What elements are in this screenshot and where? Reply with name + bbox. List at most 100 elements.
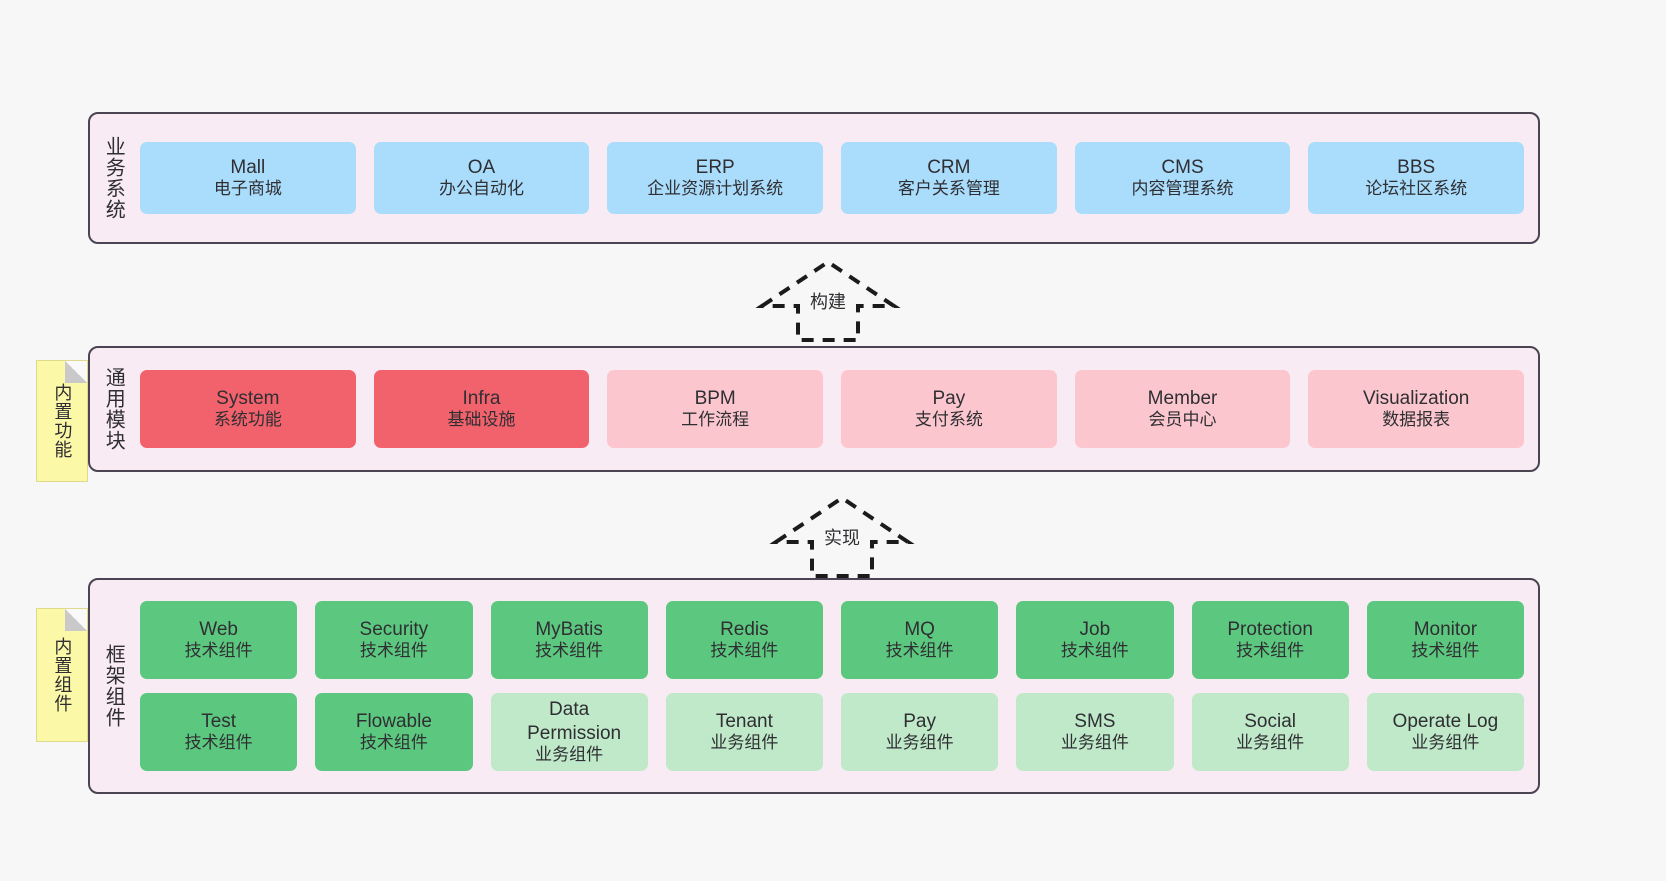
node-subtitle: 电子商城 <box>213 179 282 199</box>
node-subtitle: 技术组件 <box>710 641 779 661</box>
node-name: System <box>216 388 280 410</box>
node-mall[interactable]: Mall 电子商城 <box>140 142 356 214</box>
node-name: Visualization <box>1363 388 1470 410</box>
node-name: MQ <box>904 619 935 641</box>
node-sms[interactable]: SMS 业务组件 <box>1016 693 1174 771</box>
layer-title-framework-component: 框架组件 <box>102 644 125 728</box>
node-tenant[interactable]: Tenant 业务组件 <box>665 693 823 771</box>
node-subtitle: 客户关系管理 <box>897 179 1000 199</box>
node-subtitle: 数据报表 <box>1382 410 1451 430</box>
node-subtitle: 技术组件 <box>885 641 954 661</box>
note-label: 内置组件 <box>52 637 73 713</box>
node-bbs[interactable]: BBS 论坛社区系统 <box>1308 142 1525 214</box>
node-subtitle: 基础设施 <box>447 410 516 430</box>
node-name: Flowable <box>355 711 432 733</box>
node-subtitle: 支付系统 <box>914 410 983 430</box>
node-name: Monitor <box>1413 619 1478 641</box>
node-name: Redis <box>720 619 769 641</box>
node-infra[interactable]: Infra 基础设施 <box>373 370 590 448</box>
layer-business-system[interactable]: 业务系统 Mall 电子商城 OA 办公自动化 ERP 企业资源计划系统 CRM… <box>88 112 1540 244</box>
node-subtitle: 业务组件 <box>1060 733 1129 753</box>
node-subtitle: 技术组件 <box>359 733 428 753</box>
node-row: System 系统功能 Infra 基础设施 BPM 工作流程 Pay 支付系统… <box>140 370 1525 448</box>
node-name: OA <box>467 157 496 179</box>
node-flowable[interactable]: Flowable 技术组件 <box>315 693 473 771</box>
node-name: Security <box>359 619 429 641</box>
connector-implement-label: 实现 <box>822 524 862 550</box>
node-job[interactable]: Job 技术组件 <box>1016 601 1174 679</box>
layer-framework-component[interactable]: 框架组件 Web 技术组件 Security 技术组件 MyBatis 技术组件… <box>88 578 1540 794</box>
node-name: Protection <box>1227 619 1313 641</box>
node-mq[interactable]: MQ 技术组件 <box>841 601 999 679</box>
node-erp[interactable]: ERP 企业资源计划系统 <box>607 142 824 214</box>
node-name: Social <box>1244 711 1296 733</box>
node-subtitle: 技术组件 <box>1411 641 1480 661</box>
node-name: Web <box>199 619 238 641</box>
node-subtitle: 工作流程 <box>681 410 750 430</box>
node-crm[interactable]: CRM 客户关系管理 <box>841 142 1057 214</box>
node-name: Pay <box>903 711 936 733</box>
node-social[interactable]: Social 业务组件 <box>1191 693 1349 771</box>
node-row: Test 技术组件 Flowable 技术组件 Data Permission … <box>140 693 1524 771</box>
node-subtitle: 技术组件 <box>1060 641 1129 661</box>
node-name: Infra <box>462 388 501 410</box>
node-name: BBS <box>1397 157 1436 179</box>
node-subtitle: 业务组件 <box>885 733 954 753</box>
node-subtitle: 系统功能 <box>213 410 282 430</box>
note-label: 内置功能 <box>52 383 73 459</box>
node-cms[interactable]: CMS 内容管理系统 <box>1074 142 1291 214</box>
node-name: Pay <box>932 388 966 410</box>
node-name: ERP <box>695 157 735 179</box>
note-builtin-component[interactable]: 内置组件 <box>36 608 88 742</box>
node-protection[interactable]: Protection 技术组件 <box>1191 601 1349 679</box>
layer-title-business-system: 业务系统 <box>102 136 125 220</box>
node-pay-business[interactable]: Pay 业务组件 <box>841 693 999 771</box>
node-data-permission[interactable]: Data Permission 业务组件 <box>490 693 648 771</box>
node-redis[interactable]: Redis 技术组件 <box>665 601 823 679</box>
node-name: Job <box>1079 619 1111 641</box>
connector-build-label: 构建 <box>808 288 848 314</box>
node-test[interactable]: Test 技术组件 <box>140 693 298 771</box>
node-subtitle: 论坛社区系统 <box>1365 179 1468 199</box>
build-arrow-shape <box>755 259 901 342</box>
node-name: Operate Log <box>1392 711 1499 733</box>
node-member[interactable]: Member 会员中心 <box>1074 370 1291 448</box>
node-row: Mall 电子商城 OA 办公自动化 ERP 企业资源计划系统 CRM 客户关系… <box>140 142 1525 214</box>
node-system[interactable]: System 系统功能 <box>140 370 356 448</box>
node-subtitle: 技术组件 <box>184 641 253 661</box>
node-subtitle: 技术组件 <box>535 641 604 661</box>
node-name: CRM <box>927 157 971 179</box>
node-security[interactable]: Security 技术组件 <box>315 601 473 679</box>
node-monitor[interactable]: Monitor 技术组件 <box>1366 601 1524 679</box>
implement-arrow-shape <box>769 495 915 578</box>
node-oa[interactable]: OA 办公自动化 <box>373 142 590 214</box>
node-web[interactable]: Web 技术组件 <box>140 601 298 679</box>
node-subtitle: 企业资源计划系统 <box>647 179 784 199</box>
node-name: Test <box>201 711 237 733</box>
node-name: MyBatis <box>535 619 603 641</box>
node-subtitle: 业务组件 <box>710 733 779 753</box>
node-mybatis[interactable]: MyBatis 技术组件 <box>490 601 648 679</box>
layer-common-module[interactable]: 通用模块 System 系统功能 Infra 基础设施 BPM 工作流程 Pay… <box>88 346 1540 472</box>
node-subtitle: 业务组件 <box>1236 733 1305 753</box>
layer-body-common-module: System 系统功能 Infra 基础设施 BPM 工作流程 Pay 支付系统… <box>136 348 1538 470</box>
node-pay[interactable]: Pay 支付系统 <box>841 370 1057 448</box>
node-subtitle: 技术组件 <box>359 641 428 661</box>
node-bpm[interactable]: BPM 工作流程 <box>607 370 824 448</box>
layer-body-framework-component: Web 技术组件 Security 技术组件 MyBatis 技术组件 Redi… <box>136 580 1538 792</box>
connector-implement: 实现 <box>769 494 915 580</box>
node-subtitle: 技术组件 <box>1236 641 1305 661</box>
connector-build: 构建 <box>755 258 901 344</box>
node-subtitle: 技术组件 <box>184 733 253 753</box>
node-operate-log[interactable]: Operate Log 业务组件 <box>1366 693 1524 771</box>
node-subtitle: 业务组件 <box>1411 733 1480 753</box>
note-builtin-function[interactable]: 内置功能 <box>36 360 88 482</box>
node-subtitle: 内容管理系统 <box>1131 179 1234 199</box>
node-visualization[interactable]: Visualization 数据报表 <box>1308 370 1525 448</box>
node-name: Member <box>1147 388 1218 410</box>
node-name: SMS <box>1074 711 1116 733</box>
layer-title-common-module: 通用模块 <box>102 367 125 451</box>
node-row: Web 技术组件 Security 技术组件 MyBatis 技术组件 Redi… <box>140 601 1524 679</box>
node-subtitle: 业务组件 <box>535 744 604 764</box>
